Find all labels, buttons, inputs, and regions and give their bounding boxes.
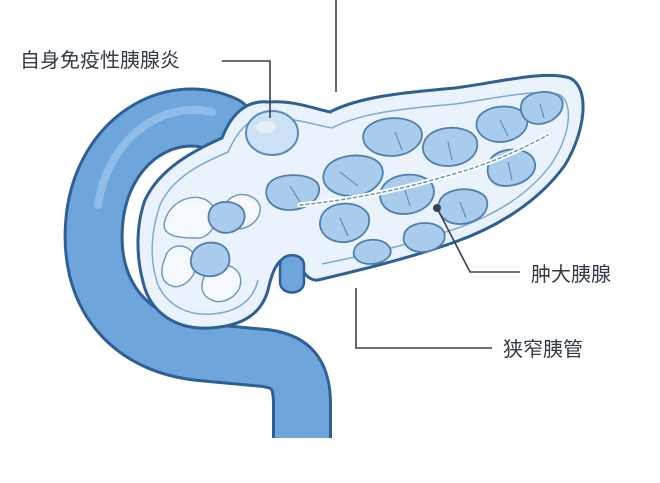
label-autoimmune-pancreatitis: 自身免疫性胰腺炎 [20, 48, 180, 72]
label-narrowed-duct: 狭窄胰管 [503, 337, 583, 361]
enlarged-marker-dot [433, 204, 441, 212]
pancreas [136, 73, 585, 330]
leader-duct [355, 288, 492, 349]
label-enlarged-pancreas: 肿大胰腺 [531, 262, 611, 286]
leader-autoimmune [222, 60, 271, 118]
leader-lines [222, 0, 520, 349]
leader-enlarged [436, 207, 520, 273]
duodenum [63, 87, 332, 468]
